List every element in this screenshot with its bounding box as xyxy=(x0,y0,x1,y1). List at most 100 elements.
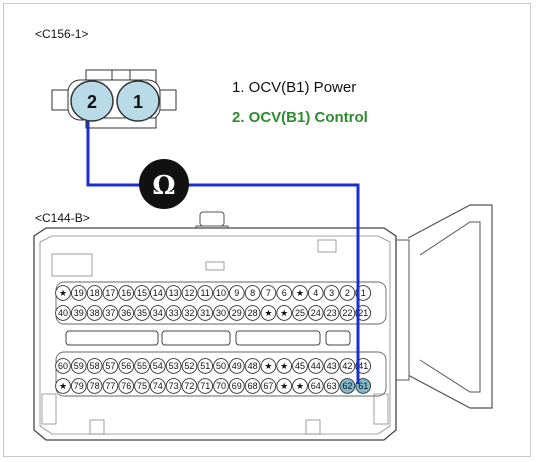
c144-pin-9 xyxy=(228,285,245,301)
c144-pin-label: 19 xyxy=(74,288,84,298)
c144-pin-label: 75 xyxy=(137,381,147,391)
c144-pin-21 xyxy=(355,305,372,321)
c144-pin-36 xyxy=(118,305,135,321)
c144-pin-label: 50 xyxy=(216,361,226,371)
c144-pin-28 xyxy=(244,305,261,321)
c144-pin-57 xyxy=(102,358,119,374)
c144-pin-label: 56 xyxy=(121,361,131,371)
c144-pin-72 xyxy=(181,378,198,394)
c144-pin-79 xyxy=(70,378,87,394)
c144-pin-blank xyxy=(292,378,308,394)
c144-pin-14 xyxy=(149,285,166,301)
c144-pin-label: 61 xyxy=(358,381,368,391)
c156-pin-2 xyxy=(70,80,114,122)
c144-pin-62 xyxy=(339,378,356,394)
c156-label: <C156-1> xyxy=(35,27,88,41)
c144-pin-35 xyxy=(134,305,150,321)
c144-pin-label: 29 xyxy=(232,308,242,318)
c144-pin-label: 13 xyxy=(169,288,179,298)
c144-pin-label: 76 xyxy=(121,381,131,391)
c144-pin-12 xyxy=(181,285,198,301)
c144-pin-label: 54 xyxy=(153,361,163,371)
c144-pin-7 xyxy=(260,285,277,301)
c144-pin-label: 18 xyxy=(90,288,100,298)
c144-pin-label: ★ xyxy=(264,361,272,371)
c144-pin-73 xyxy=(165,378,182,394)
c144-pin-13 xyxy=(165,285,182,301)
c144-pin-blank xyxy=(276,305,293,321)
c144-pin-label: 36 xyxy=(121,308,131,318)
c144-pin-label: 45 xyxy=(295,361,305,371)
c144-pin-label: 1 xyxy=(361,288,366,298)
c144-pin-16 xyxy=(118,285,135,301)
c144-pin-label: 63 xyxy=(327,381,337,391)
c144-pin-1 xyxy=(355,285,372,301)
c144-pin-8 xyxy=(244,285,261,301)
c144-pin-label: 37 xyxy=(105,308,115,318)
c144-pin-label: 16 xyxy=(121,288,131,298)
c144-pin-blank xyxy=(55,285,71,301)
test-wire xyxy=(86,121,360,384)
c144-pin-label: 78 xyxy=(90,381,100,391)
c144-pin-label: 30 xyxy=(216,308,226,318)
c144-pin-43 xyxy=(323,358,340,374)
c144-pin-68 xyxy=(244,378,261,394)
c144-pin-label: 25 xyxy=(295,308,305,318)
c144-pin-label: 31 xyxy=(200,308,210,318)
c144-pin-2 xyxy=(339,285,356,301)
c156-pin-1-label: 1 xyxy=(133,92,143,112)
c144-pin-31 xyxy=(197,305,214,321)
c144-pin-blank xyxy=(276,358,293,374)
c144-pin-32 xyxy=(181,305,198,321)
c144-pin-51 xyxy=(197,358,214,374)
c144-pin-label: 33 xyxy=(169,308,179,318)
c144-pin-label: 71 xyxy=(200,381,210,391)
c144-pin-label: 3 xyxy=(329,288,334,298)
c144-pin-34 xyxy=(149,305,166,321)
c144-pin-label: 69 xyxy=(232,381,242,391)
c144-pin-75 xyxy=(134,378,150,394)
c144-pin-23 xyxy=(323,305,340,321)
c144-pin-label: 72 xyxy=(184,381,194,391)
c144-pin-17 xyxy=(102,285,119,301)
c144-pin-18 xyxy=(86,285,103,301)
c144-pin-label: 35 xyxy=(137,308,147,318)
c144-pin-38 xyxy=(86,305,103,321)
c144-connector xyxy=(33,204,493,441)
c144-pin-24 xyxy=(307,305,324,321)
c144-pin-29 xyxy=(228,305,245,321)
c144-pin-19 xyxy=(70,285,87,301)
c144-pin-15 xyxy=(134,285,150,301)
c144-pin-10 xyxy=(213,285,229,301)
c144-pin-59 xyxy=(70,358,87,374)
c144-pin-blank xyxy=(292,285,308,301)
c144-pin-label: 28 xyxy=(248,308,258,318)
c144-pin-6 xyxy=(276,285,293,301)
c156-pin-2-label: 2 xyxy=(87,92,97,112)
c144-pin-label: 44 xyxy=(311,361,321,371)
c144-pin-label: 64 xyxy=(311,381,321,391)
c144-pin-label: 10 xyxy=(216,288,226,298)
c144-pin-label: 62 xyxy=(342,381,352,391)
c144-pin-25 xyxy=(292,305,308,321)
c144-pin-64 xyxy=(307,378,324,394)
c144-pin-39 xyxy=(70,305,87,321)
c144-pin-label: 17 xyxy=(105,288,115,298)
c144-pin-30 xyxy=(213,305,229,321)
c144-pin-52 xyxy=(181,358,198,374)
c144-pin-label: 22 xyxy=(342,308,352,318)
c144-pin-11 xyxy=(197,285,214,301)
c144-pin-37 xyxy=(102,305,119,321)
c144-pin-label: 38 xyxy=(90,308,100,318)
c144-pin-56 xyxy=(118,358,135,374)
c144-pin-76 xyxy=(118,378,135,394)
legend-item-1: 1. OCV(B1) Power xyxy=(232,79,356,96)
c144-pin-50 xyxy=(213,358,229,374)
c144-pin-label: 21 xyxy=(358,308,368,318)
c144-pin-22 xyxy=(339,305,356,321)
c144-pin-60 xyxy=(55,358,71,374)
c144-pin-74 xyxy=(149,378,166,394)
c144-pin-label: 73 xyxy=(169,381,179,391)
c144-pin-label: 39 xyxy=(74,308,84,318)
c144-pin-label: 42 xyxy=(342,361,352,371)
